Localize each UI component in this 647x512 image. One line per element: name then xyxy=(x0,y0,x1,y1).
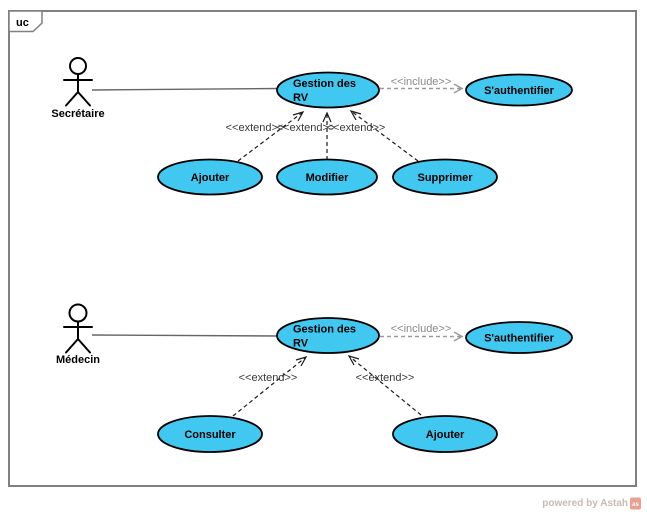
usecase-label-line1: Gestion des xyxy=(293,78,356,90)
association-secretaire-gestion[interactable] xyxy=(91,87,279,91)
usecase-label-line2: RV xyxy=(293,338,309,350)
extend-arrowhead-icon xyxy=(349,110,362,121)
extend-arrow-consulter[interactable]: <<extend>> xyxy=(232,356,308,417)
extend-label: <<extend>> xyxy=(239,372,298,384)
usecase-label: S'authentifier xyxy=(484,333,555,345)
astah-logo-icon: as xyxy=(630,497,641,510)
include-arrowhead-icon xyxy=(453,331,464,342)
usecase-gestion-rv-bottom[interactable]: Gestion des RV xyxy=(276,317,380,354)
usecase-label: S'authentifier xyxy=(484,85,555,97)
usecase-label: Modifier xyxy=(306,172,349,184)
extend-arrow-ajouter-bottom[interactable]: <<extend>> xyxy=(347,355,422,416)
extend-label: <<extend>> xyxy=(327,122,386,134)
usecase-ellipse xyxy=(276,71,380,109)
usecase-ellipse xyxy=(276,317,380,354)
usecase-sauthentifier-bottom[interactable]: S'authentifier xyxy=(465,321,573,354)
usecase-ellipse xyxy=(157,415,263,453)
extend-dashed-line xyxy=(348,355,422,416)
extend-label: <<extend>> xyxy=(356,372,415,384)
usecase-ellipse xyxy=(157,158,263,196)
usecase-ajouter-top[interactable]: Ajouter xyxy=(157,158,263,196)
include-label: <<include>> xyxy=(391,76,452,88)
usecase-label-line1: Gestion des xyxy=(293,324,356,336)
include-arrow-top[interactable]: <<include>> xyxy=(380,76,464,94)
actor-body-icon xyxy=(63,73,93,107)
astah-logo-glyph: as xyxy=(632,502,639,508)
extend-arrow-modifier[interactable]: <<extend>> xyxy=(277,111,336,160)
extend-label: <<extend>> xyxy=(277,122,336,134)
usecase-ellipse xyxy=(392,158,498,196)
usecase-ellipse xyxy=(465,73,573,107)
astah-logo-square xyxy=(630,497,641,510)
usecase-ajouter-bottom[interactable]: Ajouter xyxy=(392,415,498,453)
include-arrowhead-icon xyxy=(453,83,464,94)
diagram-frame xyxy=(8,10,637,487)
usecase-label-line2: RV xyxy=(293,92,309,104)
usecase-supprimer[interactable]: Supprimer xyxy=(392,158,498,196)
usecase-label: Ajouter xyxy=(426,429,465,441)
actor-head-icon xyxy=(69,57,87,75)
usecase-label: Ajouter xyxy=(191,172,230,184)
usecase-consulter[interactable]: Consulter xyxy=(157,415,263,453)
usecase-gestion-rv-top[interactable]: Gestion des RV xyxy=(276,71,380,109)
actor-head-icon xyxy=(68,303,88,323)
usecase-sauthentifier-top[interactable]: S'authentifier xyxy=(465,73,573,107)
actor-body-icon xyxy=(63,320,93,354)
usecase-ellipse xyxy=(465,321,573,354)
extend-arrowhead-icon xyxy=(347,355,360,366)
usecase-label: Consulter xyxy=(184,429,236,441)
extend-arrow-ajouter-top[interactable]: <<extend>> xyxy=(226,111,305,162)
include-arrow-bottom[interactable]: <<include>> xyxy=(380,323,464,342)
watermark: powered by Astah xyxy=(542,498,628,509)
extend-arrow-supprimer[interactable]: <<extend>> xyxy=(327,110,419,162)
include-label: <<include>> xyxy=(391,323,452,335)
actor-medecin[interactable]: Médecin xyxy=(56,303,100,367)
frame-tag-label: uc xyxy=(16,17,29,29)
extend-arrowhead-icon xyxy=(322,111,332,123)
extend-dashed-line xyxy=(237,111,304,162)
actor-secretaire[interactable]: Secrétaire xyxy=(51,57,105,120)
usecase-ellipse xyxy=(392,415,498,453)
association-medecin-gestion[interactable] xyxy=(91,334,279,337)
extend-arrowhead-icon xyxy=(292,111,305,122)
usecase-ellipse xyxy=(276,158,378,196)
usecase-label: Supprimer xyxy=(417,172,473,184)
extend-arrowhead-icon xyxy=(295,356,308,367)
actor-label: Secrétaire xyxy=(51,108,104,120)
extend-label: <<extend>> xyxy=(226,122,285,134)
frame-tab xyxy=(8,10,43,33)
actor-label: Médecin xyxy=(56,354,100,366)
usecase-modifier[interactable]: Modifier xyxy=(276,158,378,196)
extend-dashed-line xyxy=(232,356,307,417)
extend-dashed-line xyxy=(350,110,419,162)
